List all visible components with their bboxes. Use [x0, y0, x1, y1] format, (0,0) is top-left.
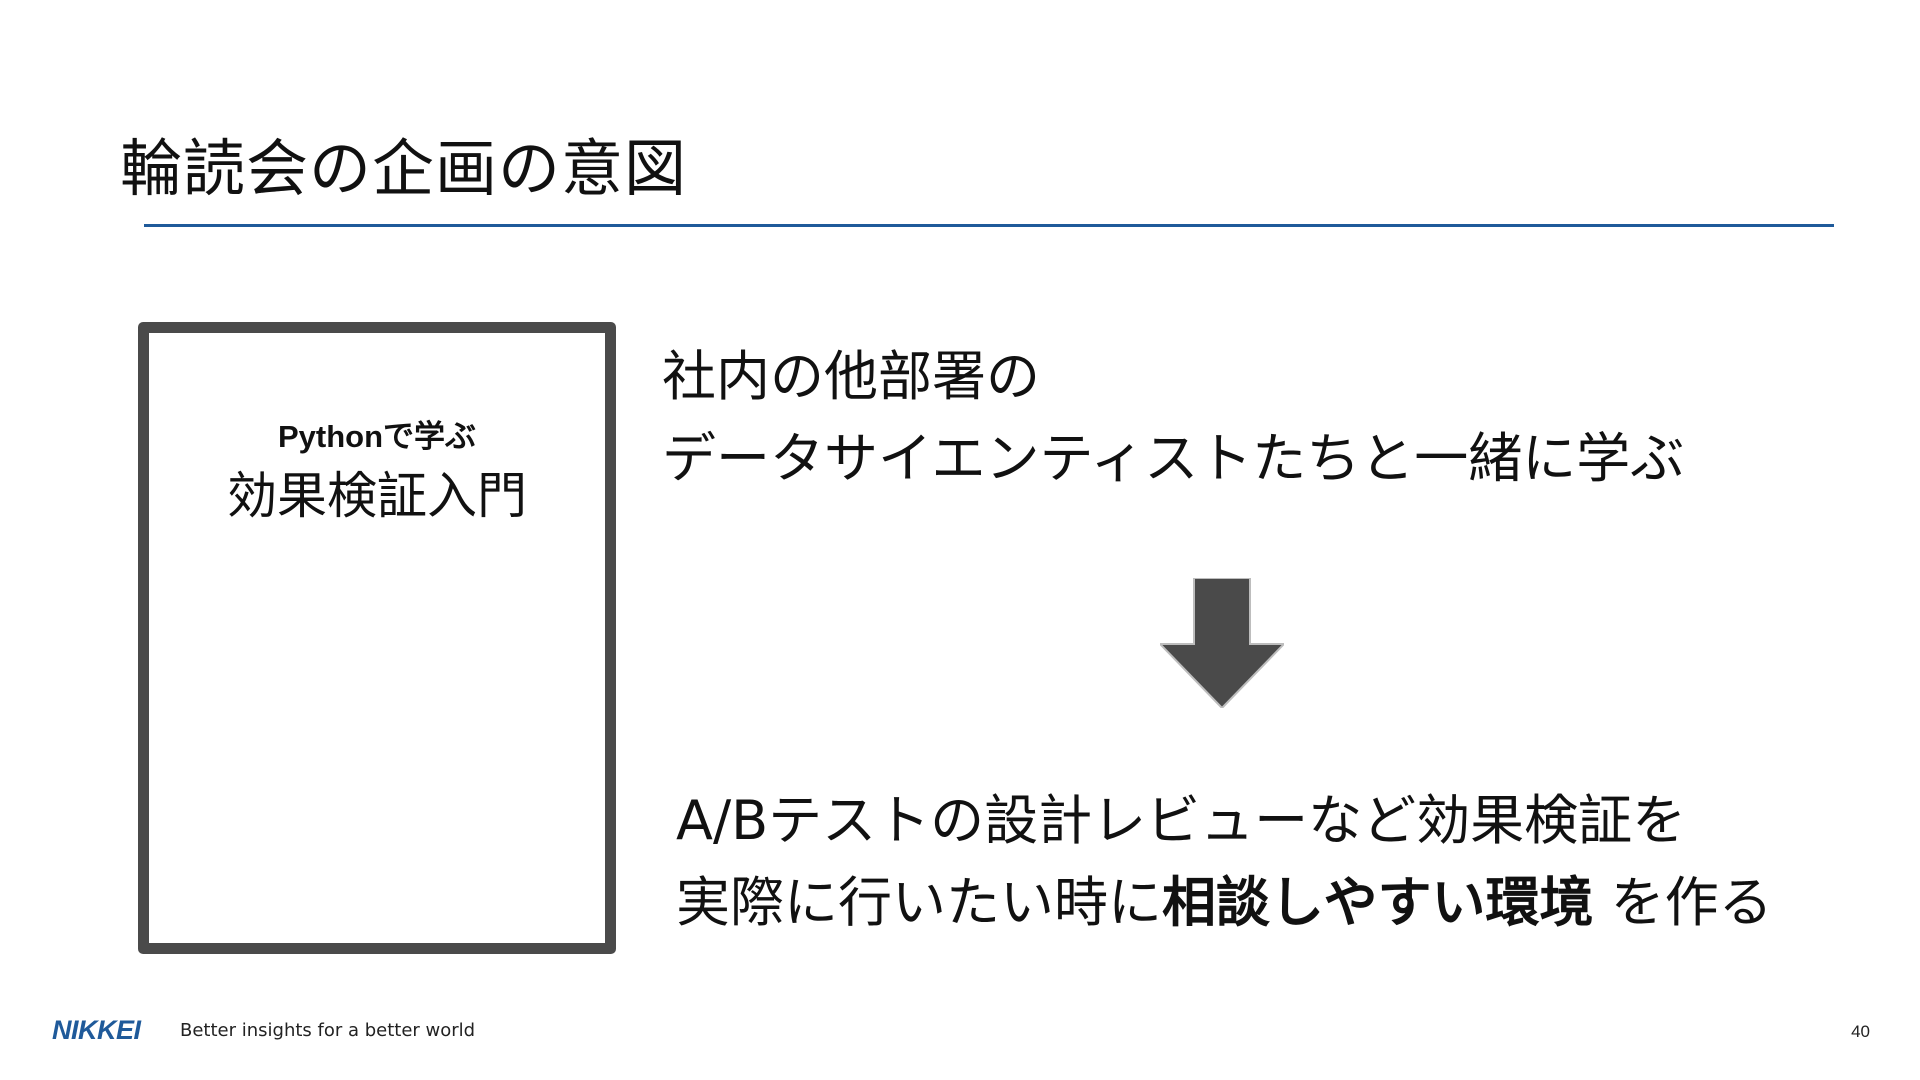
goal-line-2: 実際に行いたい時に相談しやすい環境 を作る	[676, 862, 1773, 944]
purpose-line-1: 社内の他部署の	[662, 345, 1040, 408]
slide-title: 輪読会の企画の意図	[120, 132, 688, 205]
goal-line-2-suffix: を作る	[1593, 871, 1773, 934]
down-arrow-icon	[1160, 578, 1284, 708]
title-divider	[144, 224, 1834, 227]
goal-emphasis: 相談しやすい環境	[1162, 871, 1594, 934]
purpose-line-2: データサイエンティストたちと一緒に学ぶ	[662, 427, 1685, 490]
purpose-statement-bottom: A/Bテストの設計レビューなど効果検証を 実際に行いたい時に相談しやすい環境 を…	[676, 780, 1773, 944]
goal-line-2-prefix: 実際に行いたい時に	[676, 871, 1162, 934]
book-subtitle: Pythonで学ぶ	[277, 419, 477, 454]
nikkei-logo: NIKKEI	[52, 1015, 141, 1045]
book-title: 効果検証入門	[227, 467, 527, 525]
page-number: 40	[1851, 1022, 1870, 1041]
goal-line-1: A/Bテストの設計レビューなど効果検証を	[676, 789, 1687, 852]
book-cover-frame: Pythonで学ぶ 効果検証入門	[138, 322, 616, 954]
purpose-statement-top: 社内の他部署の データサイエンティストたちと一緒に学ぶ	[662, 336, 1684, 500]
down-arrow-shape	[1160, 578, 1284, 708]
footer-tagline: Better insights for a better world	[180, 1020, 476, 1041]
